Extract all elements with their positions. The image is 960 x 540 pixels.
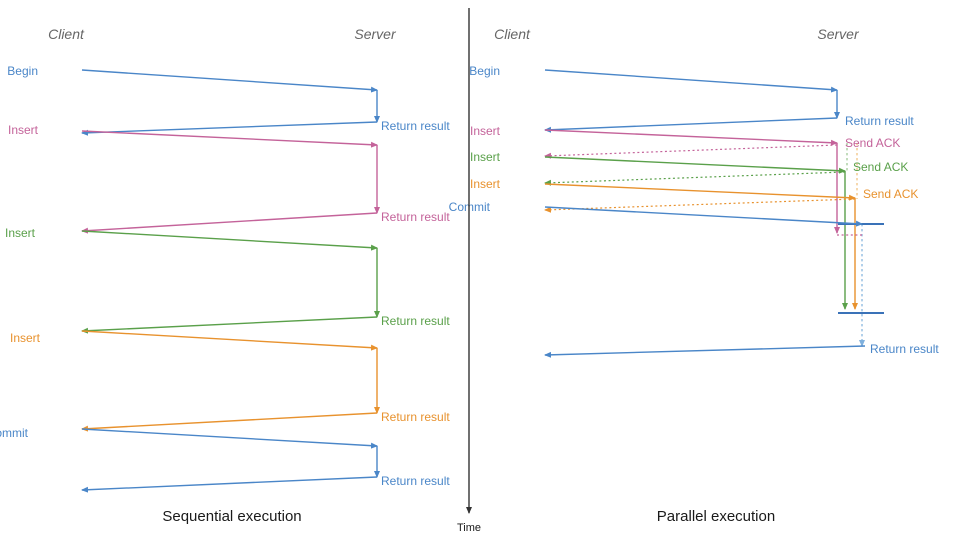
- insert-2-send-ack-arrow: [544, 171, 846, 186]
- insert-2-request-arrow: [544, 156, 846, 174]
- begin-return-result-arrow: [81, 121, 378, 136]
- commit-return-result-label: Return result: [381, 474, 450, 488]
- panel-caption-sequential: Sequential execution: [162, 508, 301, 525]
- begin-request-arrow: [81, 69, 378, 93]
- begin-return-result-arrow: [544, 117, 838, 133]
- insert-3-request-arrow: [544, 183, 856, 201]
- commit-request-arrow: [81, 428, 378, 449]
- insert-3-send-ack-arrow: [544, 198, 856, 213]
- commit-request-label: Commit: [449, 200, 491, 214]
- lane-header-client: Client: [494, 26, 531, 42]
- insert-1-return-result-label: Return result: [381, 210, 450, 224]
- insert-2-send-ack-label: Send ACK: [853, 160, 908, 174]
- insert-1-request-arrow: [544, 129, 838, 146]
- insert-1-return-result-arrow: [81, 212, 378, 234]
- insert-2-return-result-label: Return result: [381, 314, 450, 328]
- begin-request-arrow: [544, 69, 838, 93]
- insert-3-return-result-arrow: [81, 412, 378, 432]
- insert-3-return-result-label: Return result: [381, 410, 450, 424]
- insert-1-send-ack-label: Send ACK: [845, 136, 900, 150]
- insert-3-request-arrow: [81, 330, 378, 351]
- commit-request-arrow: [544, 206, 863, 227]
- panel-caption-parallel: Parallel execution: [657, 508, 775, 525]
- insert-3-request-label: Insert: [470, 177, 501, 191]
- insert-2-request-label: Insert: [470, 150, 501, 164]
- begin-return-result-label: Return result: [845, 114, 914, 128]
- insert-3-send-ack-label: Send ACK: [863, 187, 918, 201]
- insert-3-request-label: Insert: [10, 331, 41, 345]
- lane-header-client: Client: [48, 26, 85, 42]
- begin-request-label: Begin: [469, 64, 500, 78]
- insert-1-request-label: Insert: [8, 123, 39, 137]
- commit-return-result-arrow: [81, 476, 378, 493]
- commit-request-label: Commit: [0, 426, 29, 440]
- time-axis-label: Time: [457, 522, 481, 534]
- time-axis-layer: Time: [457, 8, 481, 534]
- lane-header-server: Server: [354, 26, 397, 42]
- insert-2-request-label: Insert: [5, 226, 36, 240]
- insert-1-send-ack-arrow: [544, 144, 838, 159]
- begin-request-label: Begin: [7, 64, 38, 78]
- insert-2-return-result-arrow: [81, 316, 378, 334]
- insert-2-request-arrow: [81, 230, 378, 251]
- commit-return-result-arrow: [544, 345, 866, 358]
- insert-1-request-label: Insert: [470, 124, 501, 138]
- lane-header-server: Server: [817, 26, 860, 42]
- begin-return-result-label: Return result: [381, 119, 450, 133]
- insert-1-request-arrow: [81, 130, 378, 148]
- commit-return-result-label: Return result: [870, 342, 939, 356]
